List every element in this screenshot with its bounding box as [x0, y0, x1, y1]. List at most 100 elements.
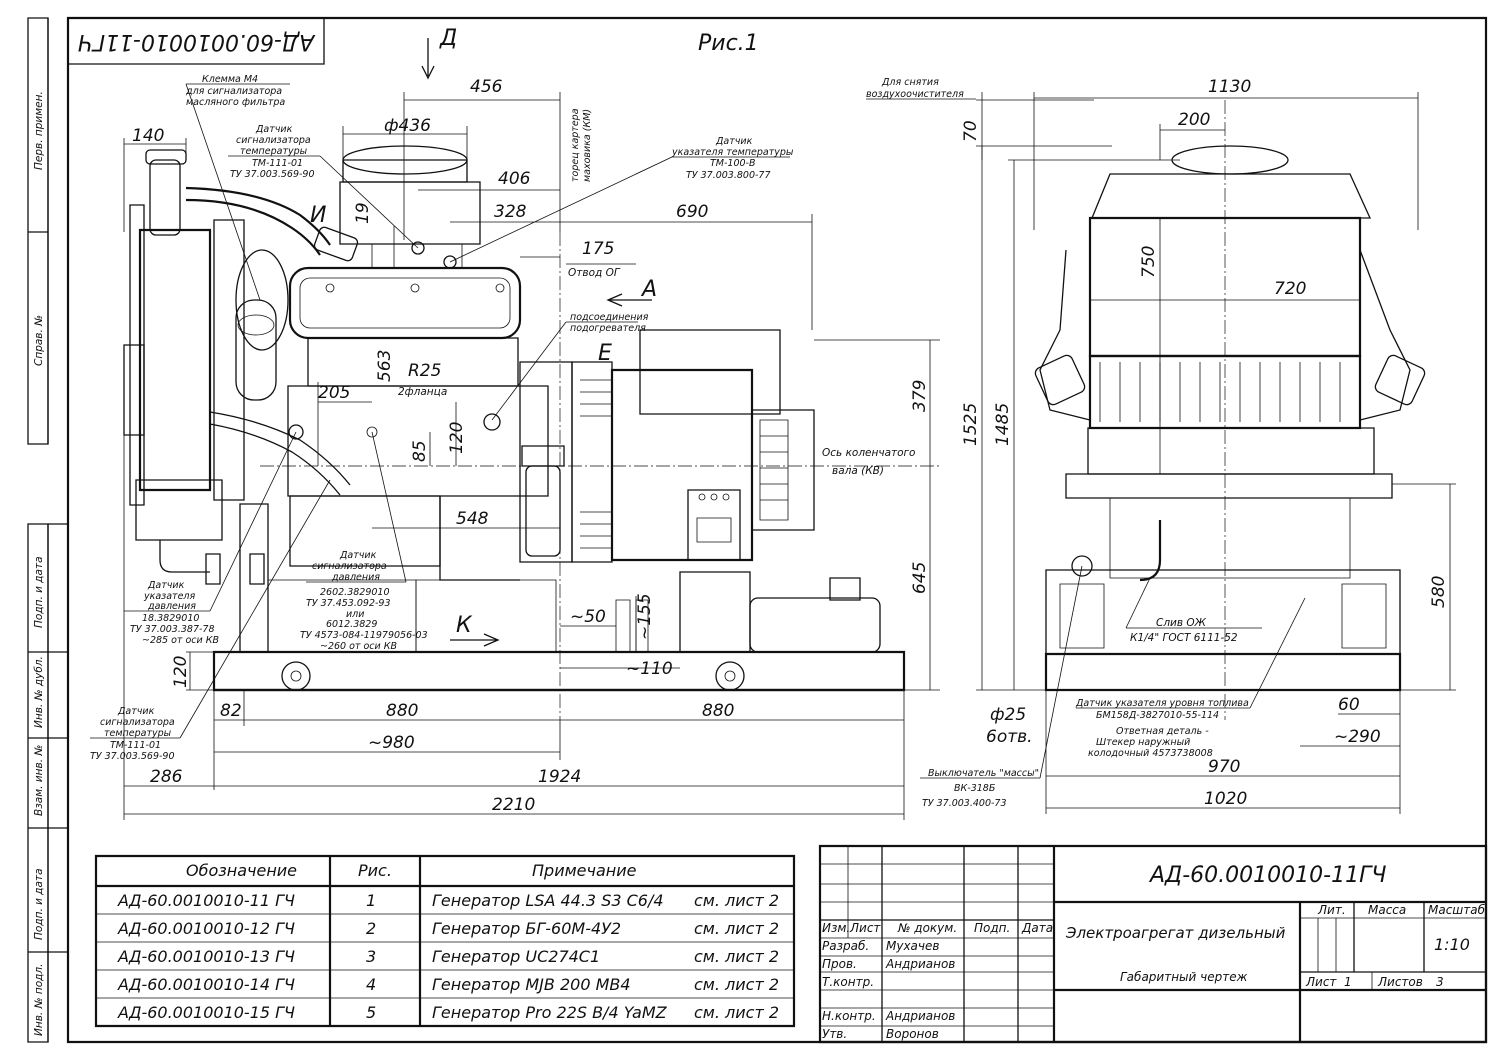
side-view — [124, 146, 940, 720]
fdim-6otv: 6отв. — [986, 727, 1033, 747]
svg-text:ТУ 37.003.569-90: ТУ 37.003.569-90 — [230, 169, 315, 180]
dim-140: 140 — [132, 126, 164, 146]
svg-text:ТУ 37.003.569-90: ТУ 37.003.569-90 — [90, 751, 175, 762]
svg-text:ТУ 37.003.400-73: ТУ 37.003.400-73 — [922, 798, 1007, 809]
svg-text:Выключатель "массы": Выключатель "массы" — [928, 768, 1039, 779]
dim-85: 85 — [410, 440, 430, 462]
svg-text:~285 от оси КВ: ~285 от оси КВ — [142, 635, 219, 646]
callout-otvod: Отвод ОГ — [568, 267, 621, 279]
table-row-note: Генератор UC274C1 — [432, 947, 600, 966]
table-row-fig: 3 — [366, 947, 376, 966]
table-row-ref: см. лист 2 — [694, 975, 779, 994]
view-letter-a: А — [640, 277, 657, 302]
svg-text:температуры: температуры — [104, 728, 172, 739]
callout-podogr: подсоединения подогревателя — [492, 312, 649, 420]
dim-548: 548 — [456, 509, 489, 529]
svg-text:Ось коленчатого: Ось коленчатого — [822, 447, 916, 459]
callout-ukaz-temp: Датчик указателя температуры ТМ-100-В ТУ… — [450, 136, 794, 262]
view-letter-i: И — [310, 203, 326, 228]
dim-456: 456 — [470, 77, 503, 97]
svg-text:6012.3829: 6012.3829 — [326, 619, 377, 630]
dim-2210: 2210 — [492, 795, 535, 815]
view-arrow-a — [608, 294, 652, 306]
table-row-code: АД-60.0010010-14 ГЧ — [117, 975, 295, 994]
table-row-code: АД-60.0010010-12 ГЧ — [117, 919, 295, 938]
tb-lit-label: Лит. — [1317, 903, 1346, 917]
tb-name: Электроагрегат дизельный — [1065, 924, 1286, 942]
callout-otvetnaya: Ответная деталь - Штекер наружный колодо… — [1088, 726, 1213, 759]
dim-436: ф436 — [384, 116, 431, 136]
svg-text:или: или — [346, 609, 364, 620]
svg-text:Датчик: Датчик — [339, 550, 377, 561]
svg-text:давления: давления — [331, 572, 380, 583]
dim-880-right: 880 — [702, 701, 734, 721]
callout-klemma: Клемма М4 для сигнализатора масляного фи… — [185, 74, 290, 300]
svg-text:сигнализатора: сигнализатора — [100, 717, 175, 728]
fdim-290: ~290 — [1334, 727, 1381, 747]
svg-text:подсоединения: подсоединения — [570, 312, 649, 323]
view-letter-d: Д — [439, 26, 457, 51]
dim-328: 328 — [494, 202, 527, 222]
table-row-fig: 4 — [366, 975, 376, 994]
svg-text:указателя температуры: указателя температуры — [671, 147, 794, 158]
svg-text:Для снятия: Для снятия — [881, 77, 939, 88]
svg-text:18.3829010: 18.3829010 — [142, 613, 199, 624]
svg-text:ТМ-111-01: ТМ-111-01 — [110, 740, 161, 751]
svg-text:ТМ-100-В: ТМ-100-В — [710, 158, 756, 169]
callout-sig-temp-top: Датчик сигнализатора температуры ТМ-111-… — [228, 124, 418, 248]
tb-role: Т.контр. — [822, 975, 874, 989]
svg-text:Слив ОЖ: Слив ОЖ — [1156, 617, 1207, 629]
dim-563: 563 — [375, 350, 395, 382]
dim-82: 82 — [220, 701, 242, 721]
svg-text:ТУ 37.003.387-78: ТУ 37.003.387-78 — [130, 624, 215, 635]
svg-text:Датчик: Датчик — [255, 124, 293, 135]
fdim-1020: 1020 — [1204, 789, 1247, 809]
dim-880-left: 880 — [386, 701, 418, 721]
side-stamp-podp2: Подп. и дата — [33, 868, 45, 940]
dim-flange: 2фланца — [398, 386, 447, 398]
svg-text:колодочный 4573738008: колодочный 4573738008 — [1088, 748, 1213, 759]
dim-406: 406 — [498, 169, 531, 189]
callout-torets-1: торец картера — [570, 108, 581, 182]
svg-text:температуры: температуры — [240, 146, 308, 157]
fdim-25: ф25 — [990, 705, 1026, 725]
dim-1924: 1924 — [538, 767, 581, 787]
svg-text:Датчик: Датчик — [117, 706, 155, 717]
tb-scale: 1:10 — [1434, 935, 1470, 954]
tb-scale-label: Масштаб — [1428, 903, 1486, 917]
table-row-ref: см. лист 2 — [694, 919, 779, 938]
svg-text:воздухоочистителя: воздухоочистителя — [866, 89, 964, 100]
front-view — [1033, 100, 1426, 720]
callout-ukaz-topl: Датчик указателя уровня топлива БМ158Д-3… — [1075, 598, 1305, 721]
table-row-note: Генератор БГ-60М-4У2 — [432, 919, 621, 938]
svg-text:ТУ 37.453.092-93: ТУ 37.453.092-93 — [306, 598, 391, 609]
tb-role: Утв. — [822, 1027, 847, 1041]
svg-text:Штекер наружный: Штекер наружный — [1096, 737, 1190, 748]
fdim-70: 70 — [961, 120, 981, 142]
view-letter-k: К — [456, 613, 473, 638]
table-row-code: АД-60.0010010-15 ГЧ — [117, 1003, 295, 1022]
top-stamp-box: АД-60.0010010-11ГЧ — [68, 18, 324, 64]
table-header-note: Примечание — [532, 861, 637, 880]
callout-sig-davl: Датчик сигнализатора давления 2602.38290… — [300, 432, 428, 652]
tb-person: Андрианов — [885, 1009, 955, 1023]
dim-19: 19 — [353, 202, 373, 224]
svg-text:ВК-318Б: ВК-318Б — [954, 783, 996, 794]
svg-text:сигнализатора: сигнализатора — [236, 135, 311, 146]
svg-text:масляного фильтра: масляного фильтра — [186, 97, 285, 108]
dim-155: ~155 — [635, 593, 655, 640]
svg-text:ТМ-111-01: ТМ-111-01 — [252, 158, 303, 169]
variant-table — [96, 856, 794, 1026]
tb-col-doc: № докум. — [897, 921, 957, 935]
table-row-ref: см. лист 2 — [694, 1003, 779, 1022]
svg-text:БМ158Д-3827010-55-114: БМ158Д-3827010-55-114 — [1096, 710, 1219, 721]
top-stamp-text: АД-60.0010010-11ГЧ — [78, 29, 316, 54]
svg-text:ТУ 37.003.800-77: ТУ 37.003.800-77 — [686, 170, 771, 181]
tb-designation: АД-60.0010010-11ГЧ — [1148, 863, 1386, 888]
fdim-970: 970 — [1208, 757, 1240, 777]
tb-col-izm: Изм. — [822, 921, 850, 935]
dim-r25: R25 — [408, 361, 441, 381]
table-header-fig: Рис. — [358, 861, 392, 880]
svg-text:Клемма М4: Клемма М4 — [202, 74, 258, 85]
fdim-1525: 1525 — [961, 403, 981, 446]
